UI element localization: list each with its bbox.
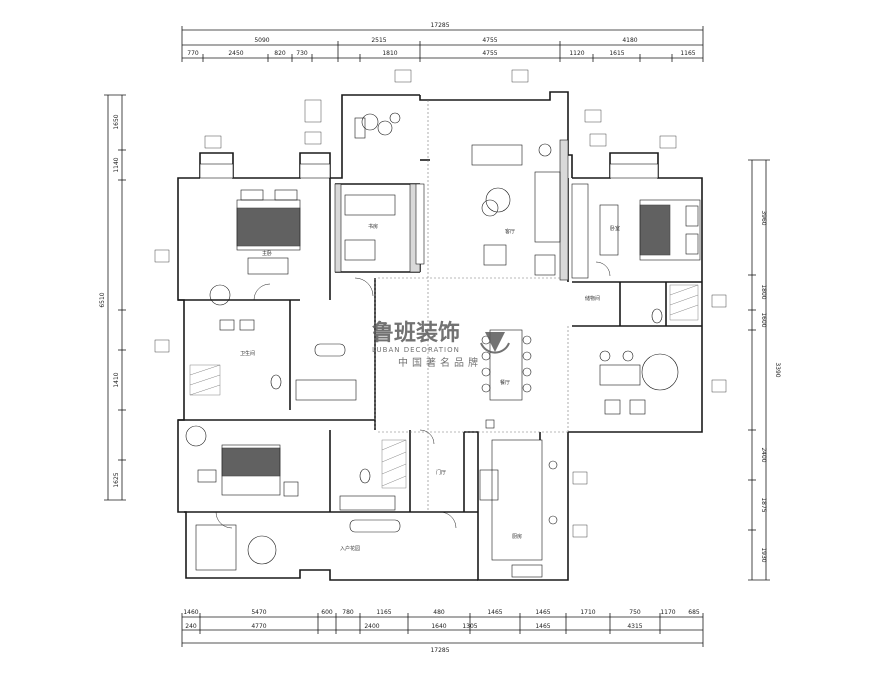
room-label-kitchen: 厨房 (512, 533, 522, 540)
brand-logo-icon (480, 332, 510, 354)
room-label-bath: 卫生间 (240, 350, 255, 357)
dim-bottom-total: 17285 (430, 647, 449, 654)
dim-bottom-1-12: 685 (688, 609, 700, 616)
room-label-bedroom: 卧室 (610, 225, 620, 232)
room-label-entry-garden: 入户花园 (340, 545, 360, 552)
room-labels: 客厅 卧室 主卧 书房 卫生间 餐厅 厨房 入户花园 储物间 门厅 (240, 223, 620, 552)
elevation-tags (154, 69, 727, 538)
dim-bottom-1-11: 1170 (660, 609, 675, 616)
watermark-tagline: 中国著名品牌 (398, 356, 482, 369)
dim-top-3-2: 2450 (228, 50, 243, 57)
watermark-title: 鲁班装饰 (371, 320, 460, 346)
dim-bottom-2-1: 240 (185, 623, 197, 630)
dashed-partitions (374, 100, 569, 512)
dim-bottom-2-5: 1305 (462, 623, 477, 630)
dim-bottom-1-1: 1460 (183, 609, 198, 616)
hatched-areas (189, 284, 699, 489)
room-label-foyer: 门厅 (436, 469, 446, 476)
dim-bottom-2-7: 4315 (627, 623, 642, 630)
dim-left-5: 1625 (113, 472, 120, 487)
room-label-storage: 储物间 (585, 295, 600, 302)
dim-top-2-3: 4755 (482, 37, 497, 44)
dim-bottom-1-5: 1165 (376, 609, 391, 616)
dining-table (489, 329, 523, 401)
dim-right-7: 1930 (760, 547, 767, 562)
dim-top-2-4: 4180 (622, 37, 637, 44)
dim-right-2: 1800 (760, 284, 767, 299)
dim-top-3-4: 730 (296, 50, 308, 57)
dim-bottom-2-2: 4770 (251, 623, 266, 630)
dim-bottom-1-8: 1465 (535, 609, 550, 616)
dim-top-3-9: 1165 (680, 50, 695, 57)
dim-right-3: 1600 (760, 312, 767, 327)
room-label-study: 书房 (368, 223, 378, 230)
dim-top-3-3: 820 (274, 50, 286, 57)
room-label-dining: 餐厅 (500, 379, 510, 386)
bottom-dimension-lines (181, 613, 704, 647)
dim-top-3-7: 1120 (569, 50, 584, 57)
left-dimension-lines (104, 94, 126, 501)
dim-left-2: 1140 (113, 157, 120, 172)
dim-bottom-1-10: 750 (629, 609, 641, 616)
watermark: 鲁班装饰 LUBAN DECORATION 中国著名品牌 (371, 320, 510, 369)
dim-right-1: 3960 (760, 210, 767, 225)
dim-top-3-6: 4755 (482, 50, 497, 57)
dim-bottom-2-4: 1640 (431, 623, 446, 630)
watermark-subtitle: LUBAN DECORATION (372, 346, 460, 354)
wall-fills (199, 139, 659, 401)
room-label-living: 客厅 (505, 228, 515, 235)
dim-top-3-5: 1810 (382, 50, 397, 57)
top-dimension-lines (181, 26, 704, 62)
dim-right-4: 3390 (774, 362, 781, 377)
dim-bottom-1-7: 1465 (487, 609, 502, 616)
dim-top-3-8: 1615 (609, 50, 624, 57)
dimension-labels: 17285 5090 2515 4755 4180 770 2450 820 7… (99, 22, 781, 654)
dim-right-6: 1875 (760, 497, 767, 512)
dim-bottom-1-3: 600 (321, 609, 333, 616)
dim-bottom-2-6: 1465 (535, 623, 550, 630)
dim-right-5: 2400 (760, 447, 767, 462)
kitchen-island (491, 439, 543, 561)
right-dimension-lines (748, 159, 770, 581)
dim-top-3-1: 770 (187, 50, 199, 57)
dim-bottom-1-4: 780 (342, 609, 354, 616)
furniture (185, 112, 701, 578)
dim-bottom-1-6: 480 (433, 609, 445, 616)
dim-left-4: 1410 (113, 372, 120, 387)
dim-bottom-1-9: 1710 (580, 609, 595, 616)
dim-left-3: 6510 (99, 292, 106, 307)
doors (215, 261, 611, 529)
room-label-master: 主卧 (262, 250, 272, 257)
dim-top-total: 17285 (430, 22, 449, 29)
dim-bottom-2-3: 2400 (364, 623, 379, 630)
sofa (471, 144, 523, 166)
dim-top-2-1: 5090 (254, 37, 269, 44)
dim-left-1: 1650 (113, 114, 120, 129)
dim-top-2-2: 2515 (371, 37, 386, 44)
dim-bottom-1-2: 5470 (251, 609, 266, 616)
